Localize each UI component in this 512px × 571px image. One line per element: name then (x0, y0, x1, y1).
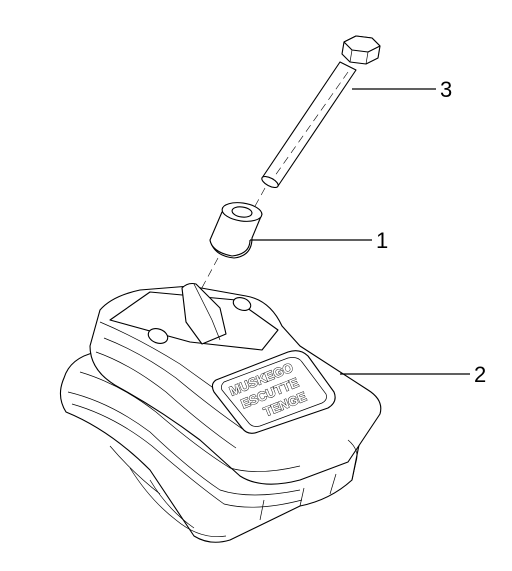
callout-label-block: 2 (474, 362, 486, 387)
callout-label-spacer: 1 (376, 228, 388, 253)
spacer-part (209, 202, 263, 259)
callout-bolt: 3 (352, 77, 452, 102)
callout-spacer: 1 (250, 228, 388, 253)
block-part: MUSKEGO ESCUTTE TENGE (59, 282, 382, 543)
callout-label-bolt: 3 (440, 77, 452, 102)
bolt-part (261, 35, 381, 189)
callout-block: 2 (340, 362, 486, 387)
